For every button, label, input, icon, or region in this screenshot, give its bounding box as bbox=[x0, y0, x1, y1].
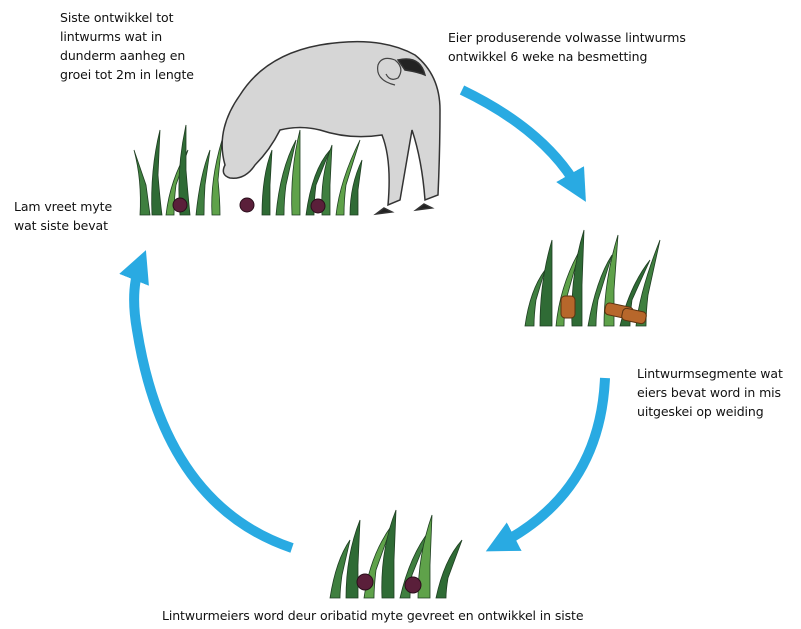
label-lamb-eats-mite: Lam vreet myte wat siste bevat bbox=[14, 199, 113, 233]
grass-patch-sheep bbox=[133, 124, 363, 216]
label-egg-production: Eier produserende volwasse lintwurms ont… bbox=[448, 30, 686, 64]
arrow-bottom-left bbox=[119, 250, 294, 553]
label-cyst-development: Siste ontwikkel tot lintwurms wat in dun… bbox=[60, 10, 194, 82]
grass-patch-bottom bbox=[329, 509, 463, 599]
arrow-top-right bbox=[459, 85, 586, 202]
arrow-right bbox=[485, 377, 610, 552]
tapeworm-segments bbox=[560, 295, 647, 325]
label-mites-eat-eggs: Lintwurmeiers word deur oribatid myte ge… bbox=[162, 608, 584, 623]
mites-bottom bbox=[356, 573, 422, 594]
mites-near-sheep bbox=[172, 197, 326, 214]
sheep-illustration bbox=[221, 40, 441, 216]
label-segments-excreted: Lintwurmsegmente wat eiers bevat word in… bbox=[637, 366, 783, 419]
